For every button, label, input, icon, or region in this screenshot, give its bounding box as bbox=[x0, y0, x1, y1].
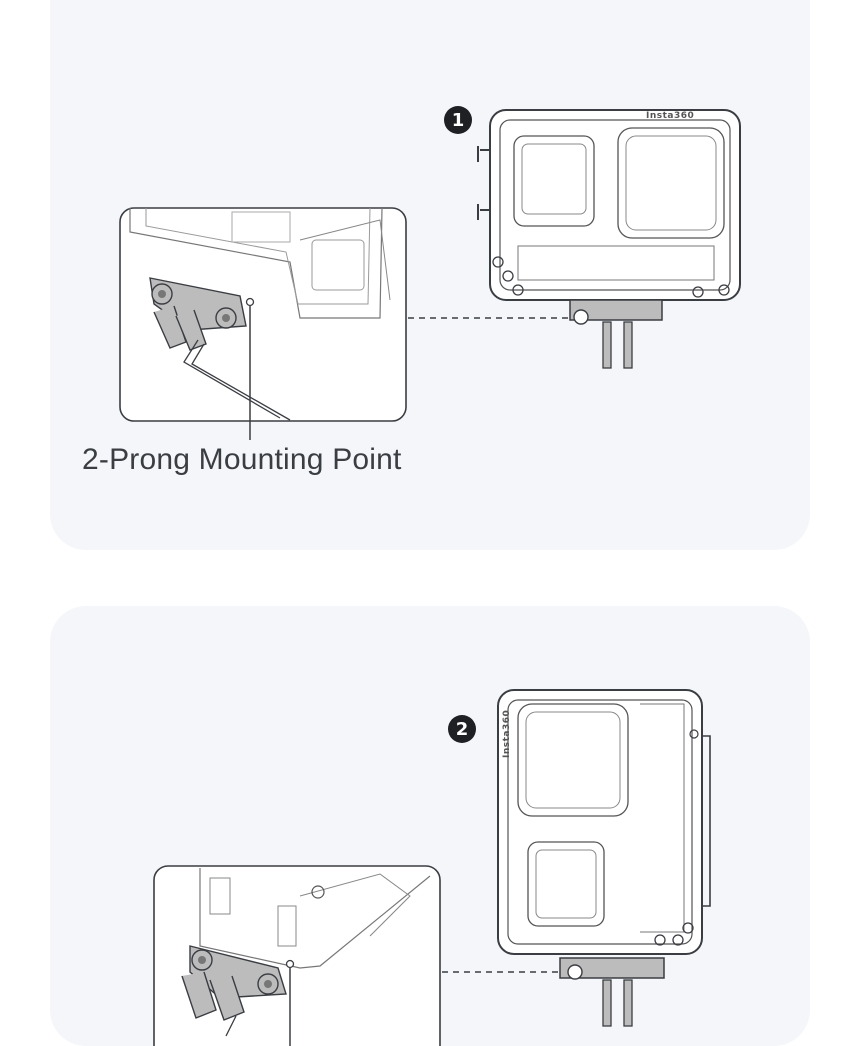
zoom-inset bbox=[153, 865, 441, 1046]
step-1-card: 1 Insta360 2-Prong Mounting Point bbox=[50, 0, 810, 550]
mounting-point-caption: 2-Prong Mounting Point bbox=[82, 443, 402, 476]
step-2-illustration bbox=[153, 689, 711, 1046]
zoom-inset bbox=[119, 207, 407, 422]
step-number-badge: 2 bbox=[448, 715, 476, 743]
camera-cage bbox=[497, 689, 711, 1027]
brand-logo: Insta360 bbox=[646, 111, 695, 121]
camera-cage bbox=[477, 109, 741, 369]
step-1-illustration bbox=[119, 109, 741, 440]
step-number-badge: 1 bbox=[444, 106, 472, 134]
step-2-card: 2 Insta360 bbox=[50, 606, 810, 1046]
brand-logo: Insta360 bbox=[502, 709, 512, 758]
